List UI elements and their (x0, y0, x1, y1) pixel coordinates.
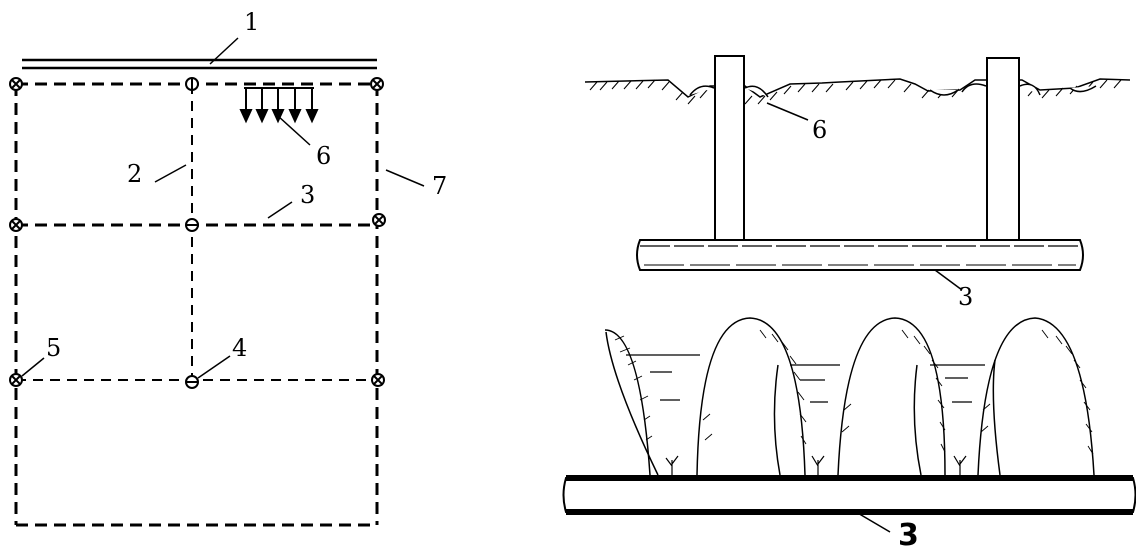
label-riser: 4 (232, 334, 247, 362)
outlet-caps (689, 83, 1097, 98)
riser-icon (185, 77, 199, 91)
valve-icon (9, 373, 23, 387)
section-view: 6 3 (584, 55, 1131, 311)
riser-icon (185, 375, 199, 389)
plan-view: 1 2 3 6 7 5 4 (9, 8, 447, 527)
leader-lines (21, 37, 425, 379)
plant-icon (811, 455, 825, 476)
riser-icon (185, 218, 199, 232)
water-arches (604, 317, 1095, 476)
valve-icon (372, 213, 386, 227)
section-pipe (636, 239, 1084, 271)
valve-icon (371, 373, 385, 387)
section-label-outflow: 6 (812, 116, 827, 144)
plant-icon (953, 455, 967, 476)
label-outflow: 6 (316, 142, 331, 170)
ground-hatch (589, 79, 1122, 105)
label-distribution-pipe: 3 (300, 181, 315, 209)
label-border-pipe: 7 (432, 172, 447, 200)
section-risers (714, 55, 1020, 241)
furrow-view: 3 (562, 317, 1136, 550)
furrow-label-pipe: 3 (898, 518, 919, 550)
furrow-leader (855, 511, 891, 533)
plant-icon (665, 455, 679, 476)
water-surfaces (626, 354, 985, 403)
furrow-pipe (562, 475, 1136, 515)
valve-icon (370, 77, 384, 91)
arch-hatch (614, 329, 1094, 455)
label-lateral-pipe: 2 (127, 160, 142, 188)
valve-icon (9, 77, 23, 91)
section-label-pipe: 3 (958, 283, 973, 311)
section-leaders (766, 102, 963, 291)
valve-icon (9, 218, 23, 232)
ground-surface (584, 78, 1131, 98)
label-main-pipe: 1 (244, 8, 259, 36)
outflow-arrows (239, 87, 319, 124)
label-end-valve: 5 (46, 334, 61, 362)
